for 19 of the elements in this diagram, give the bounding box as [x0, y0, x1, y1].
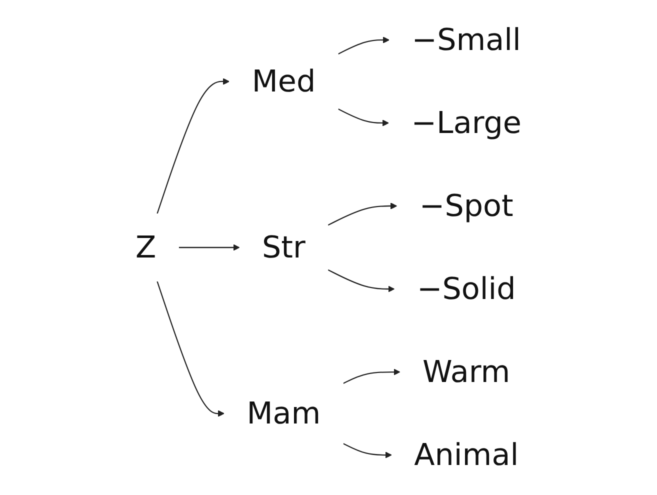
node-text: Animal [414, 438, 519, 472]
node-text: −Solid [416, 272, 516, 306]
arrow [343, 443, 392, 458]
node-text: −Spot [419, 188, 514, 224]
node-text: Med [252, 64, 316, 99]
arrow [156, 78, 230, 214]
arrow [343, 368, 400, 384]
node-text: Warm [422, 354, 510, 390]
node-text: Str [262, 230, 306, 265]
node-text: Mam [246, 396, 321, 431]
arrow [178, 244, 240, 251]
arrow [156, 281, 224, 417]
arrow [338, 108, 389, 126]
arrow [328, 202, 398, 226]
node-text: Z [136, 230, 156, 265]
arrow [338, 36, 390, 54]
node-text: −Small [412, 22, 521, 58]
arrow [328, 269, 395, 292]
node-text: −Large [411, 106, 522, 140]
